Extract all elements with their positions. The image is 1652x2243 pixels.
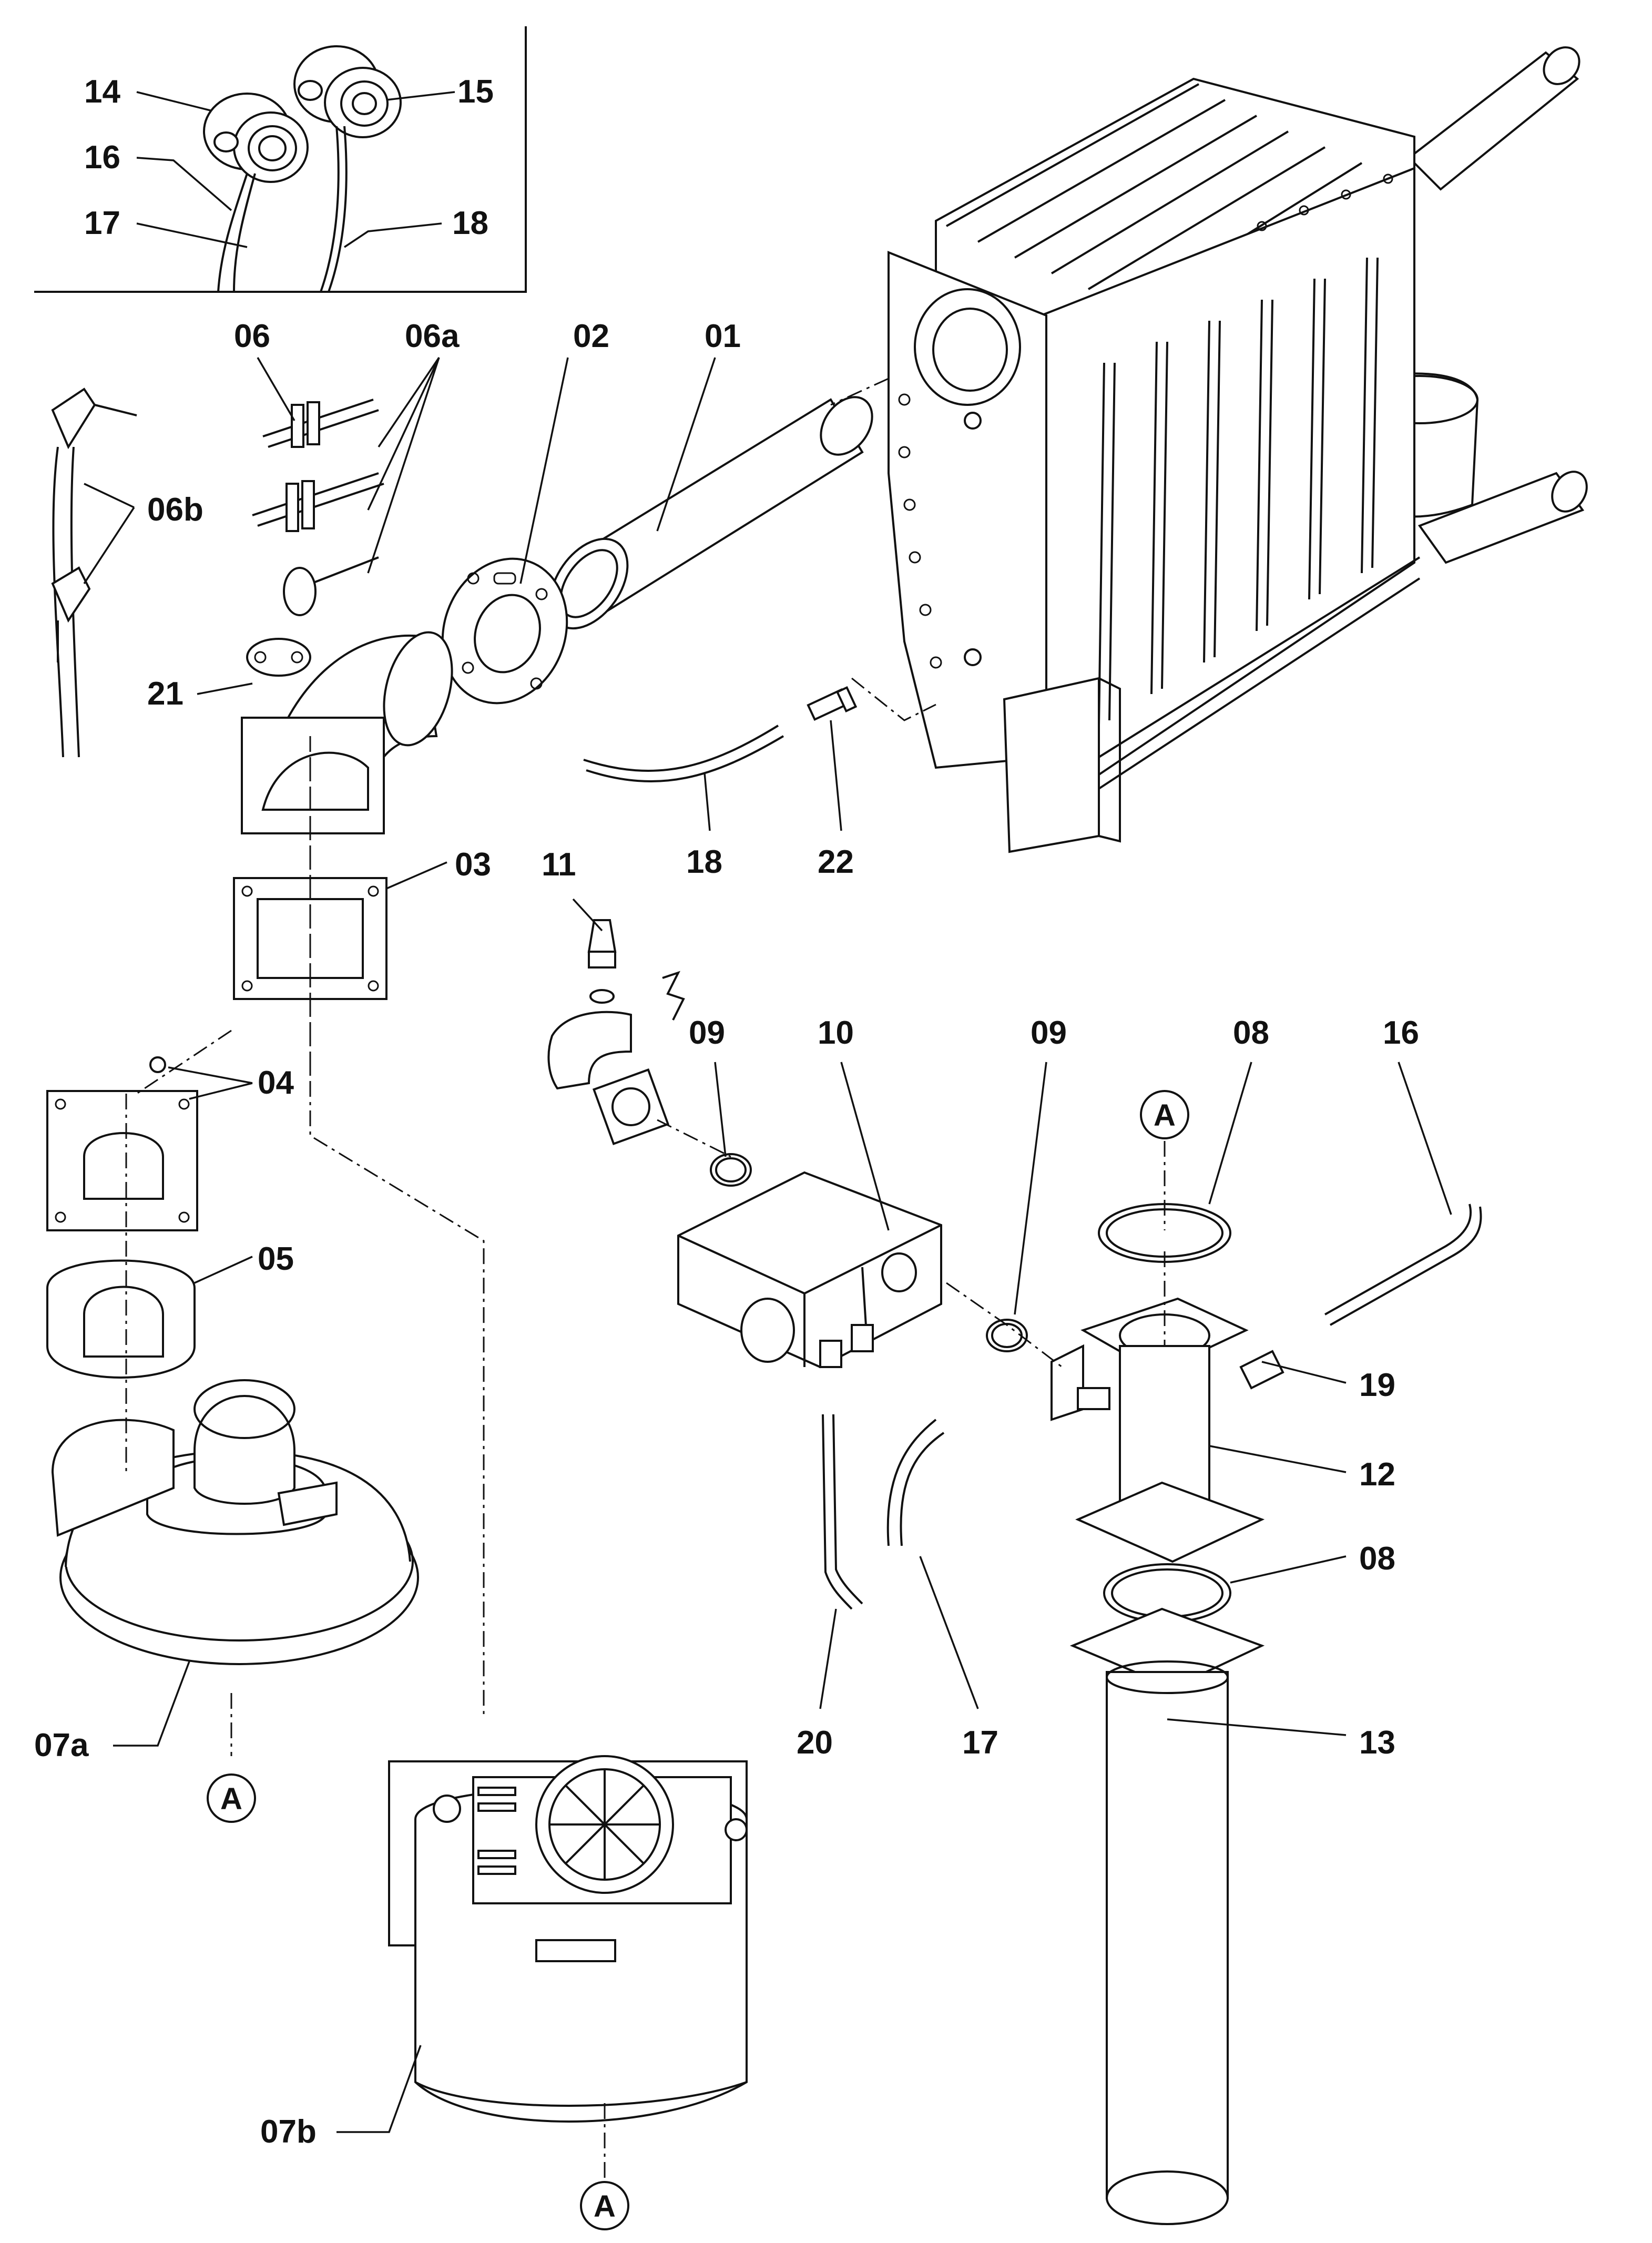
label-08-mid: 08 <box>1359 1541 1395 1577</box>
label-17: 17 <box>962 1725 998 1761</box>
sensor-15-drawing <box>293 45 402 138</box>
nipple-22-drawing <box>807 686 858 721</box>
reference-a-left: A <box>207 1773 256 1823</box>
electrodes-06-drawing <box>252 399 384 616</box>
inset-detail <box>34 26 527 293</box>
label-17-inset: 17 <box>84 205 120 241</box>
label-12: 12 <box>1359 1456 1395 1493</box>
reference-a-bottom: A <box>580 2181 629 2230</box>
label-13: 13 <box>1359 1725 1395 1761</box>
label-03: 03 <box>455 847 491 883</box>
gasket-02-drawing <box>441 557 568 705</box>
label-18: 18 <box>686 844 722 880</box>
label-02: 02 <box>573 318 609 354</box>
gas-valve-10-drawing <box>677 1171 942 1369</box>
label-19: 19 <box>1359 1367 1395 1403</box>
label-10: 10 <box>818 1015 854 1051</box>
label-06b: 06b <box>147 492 203 528</box>
fan-07b-drawing <box>388 1755 748 2123</box>
label-06a: 06a <box>405 318 460 354</box>
sensor-14-drawing <box>203 93 309 183</box>
tube-18-drawing <box>583 725 784 782</box>
label-07b: 07b <box>260 2114 317 2150</box>
label-18-inset: 18 <box>452 205 488 241</box>
flange-12-bottom-drawing <box>1075 1481 1265 1563</box>
center-lines <box>125 378 1166 2182</box>
heat-exchanger-drawing <box>888 46 1588 853</box>
tube-20-drawing <box>822 1414 863 1610</box>
oring-08-mid-drawing <box>1103 1563 1231 1623</box>
label-16-inset: 16 <box>84 139 120 176</box>
leader-lines <box>83 357 1452 2133</box>
tube-13-drawing <box>1069 1607 1265 2225</box>
gasket-05-drawing <box>46 1259 196 1379</box>
label-14: 14 <box>84 74 120 110</box>
fan-07a-drawing <box>51 1379 419 1665</box>
gas-inlet-11-drawing <box>547 919 685 1146</box>
label-15: 15 <box>457 74 494 110</box>
svg-text:A: A <box>1154 1098 1176 1133</box>
burner-tube-01-drawing <box>549 396 873 630</box>
label-05: 05 <box>258 1241 294 1277</box>
gasket-21-drawing <box>246 638 311 677</box>
plate-04-drawing <box>46 1056 198 1231</box>
label-20: 20 <box>797 1725 833 1761</box>
label-21: 21 <box>147 676 183 712</box>
label-09-left: 09 <box>689 1015 725 1051</box>
label-06: 06 <box>234 318 270 354</box>
tube-17-drawing <box>886 1419 945 1546</box>
label-01: 01 <box>705 318 741 354</box>
label-09-right: 09 <box>1031 1015 1067 1051</box>
reference-a-top: A <box>1140 1090 1189 1139</box>
label-04: 04 <box>258 1065 294 1101</box>
svg-text:A: A <box>594 2189 616 2224</box>
tube-16-drawing <box>1324 1204 1482 1326</box>
label-08-top: 08 <box>1233 1015 1269 1051</box>
svg-text:A: A <box>220 1782 242 1816</box>
ignition-cable-06b-drawing <box>51 388 137 758</box>
part-labels: 14 15 16 17 18 06 06a 02 01 06b 21 18 22… <box>34 74 1419 2150</box>
label-11: 11 <box>542 847 576 883</box>
label-22: 22 <box>818 844 854 880</box>
elbow-adapter-drawing <box>241 631 453 834</box>
venturi-12-drawing <box>1051 1297 1284 1536</box>
label-07a: 07a <box>34 1727 89 1763</box>
oring-09-left-drawing <box>710 1153 752 1187</box>
label-16: 16 <box>1383 1015 1419 1051</box>
